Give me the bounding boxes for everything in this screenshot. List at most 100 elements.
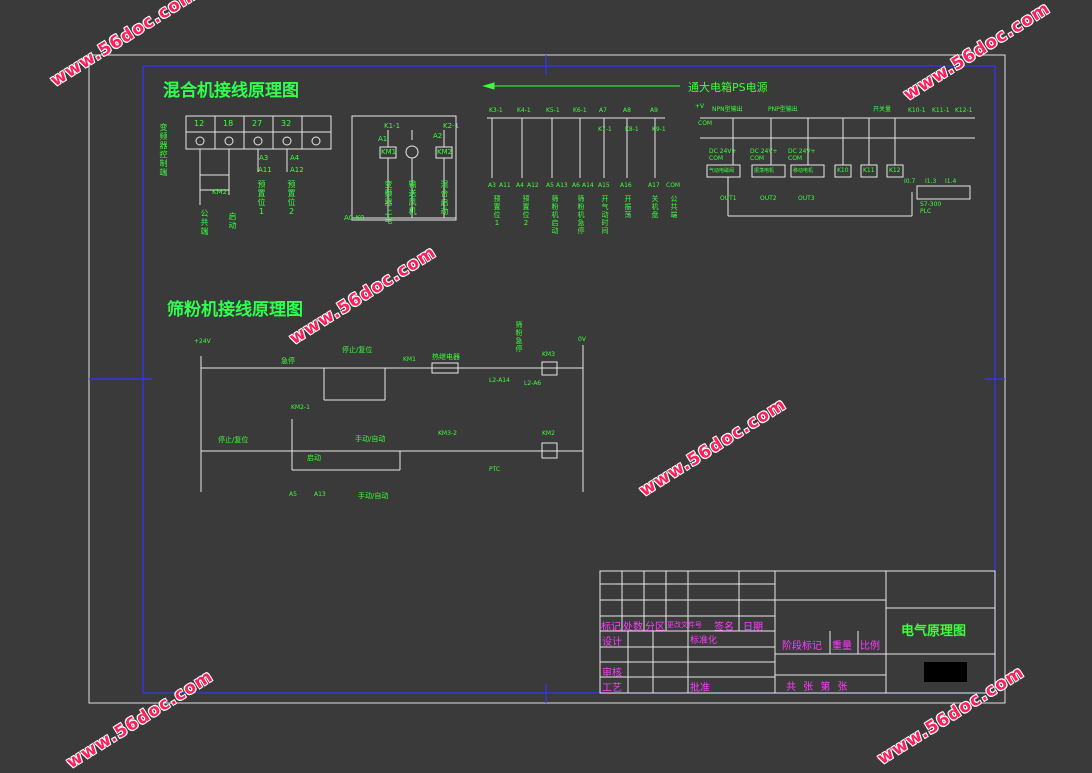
sifter-l2-a6: L2-A6	[524, 380, 542, 387]
sifter-km2: KM2	[542, 430, 555, 437]
kb-10: A17	[648, 182, 660, 189]
power-arrow	[482, 82, 680, 90]
relay-vlabel-2: 混合启动	[440, 180, 449, 216]
sifter-24v: +24V	[194, 338, 211, 345]
relay-vlabel-0: 变频器上电	[384, 180, 393, 225]
relay-km2: KM2	[437, 148, 453, 156]
kv-6: 关机盘	[651, 195, 659, 219]
plc-top-pnp: PNP型输出	[768, 106, 798, 113]
k-top-12: K12-1	[955, 107, 973, 114]
kb-5: A13	[556, 182, 568, 189]
mixer-title: 混合机接线原理图	[163, 81, 299, 101]
k-coil-10: K10	[837, 167, 849, 174]
relay-vlabel-1: 输送风机	[408, 180, 417, 216]
mixer-vlabel-1: 启动	[228, 212, 237, 230]
relay-bottom: A0 K0	[344, 214, 365, 222]
tb-h-5: 日期	[743, 622, 763, 633]
plc-box-2: 移动电机	[793, 168, 814, 174]
sifter-a13: A13	[314, 491, 326, 498]
relay-a2: A2	[433, 132, 443, 140]
relay-km1: KM1	[381, 148, 397, 156]
sifter-0v: 0V	[578, 336, 586, 343]
km2-label: KM2	[212, 188, 228, 196]
inner-border	[142, 65, 996, 694]
kv-3: 筛粉机急停	[577, 195, 585, 235]
title-black-box	[924, 662, 967, 682]
kv-4: 开气动时间	[601, 195, 609, 235]
mixer-vlabel-0: 公共端	[200, 209, 209, 236]
kb-6: A6	[572, 182, 580, 189]
sifter-km3: KM3	[542, 351, 555, 358]
plc-dc-1: DC 24V+ COM	[750, 148, 778, 162]
kb-11: COM	[666, 182, 681, 189]
terminal-sub-a11: A11	[258, 166, 272, 174]
plc-out-0: OUT1	[720, 195, 737, 202]
sifter-a5: A5	[289, 491, 297, 498]
sifter-km3-2: KM3-2	[438, 430, 457, 437]
kb-9: A16	[620, 182, 632, 189]
drawing-title: 电气原理图	[901, 624, 967, 639]
terminal-18: 18	[223, 119, 234, 128]
sifter-stop-reset-2: 停止/复位	[218, 436, 249, 444]
sifter-estop: 急停	[281, 357, 295, 365]
center-marks	[89, 55, 1005, 703]
k-contacts	[487, 117, 665, 178]
tb-weight: 重量	[832, 641, 852, 652]
plc-top-com: COM	[698, 120, 713, 127]
plc-name: S7-300 PLC	[920, 201, 942, 215]
tb-h-4: 签名	[714, 622, 734, 633]
k7: K7-1	[598, 126, 612, 133]
tb-row-standard: 标准化	[690, 636, 718, 646]
plc-top-switch: 开关量	[873, 106, 892, 113]
k-top-11: K11-1	[932, 107, 950, 114]
plc-dc-2: DC 24V+ COM	[788, 148, 816, 162]
a7: A7	[599, 107, 607, 114]
plc-box-0: 气动电磁阀	[709, 168, 735, 174]
plc-box-1: 振荡电机	[754, 168, 775, 174]
outer-border	[88, 54, 1006, 704]
k4: K4-1	[517, 107, 531, 114]
terminal-27: 27	[252, 119, 263, 128]
k-coil-11: K11	[863, 167, 875, 174]
plc-in-1: I1.3	[925, 178, 937, 185]
mixer-wiring	[185, 115, 457, 221]
title-block	[599, 570, 996, 694]
mixer-vlabel-3: 预置位2	[287, 180, 296, 217]
plc-dc-0: DC 24V+ COM	[709, 148, 737, 162]
relay-k2: K2-1	[443, 122, 460, 130]
plc-in-2: I1.4	[945, 178, 957, 185]
kb-4: A5	[546, 182, 554, 189]
kb-2: A4	[516, 182, 524, 189]
tb-sheets: 共 张 第 张	[786, 682, 848, 693]
k5: K5-1	[546, 107, 560, 114]
k-coil-12: K12	[889, 167, 901, 174]
k8: K8-1	[625, 126, 639, 133]
plc-top-npn: NPN型输出	[712, 106, 743, 113]
sifter-manual-auto: 手动/自动	[355, 435, 386, 443]
kb-8: A15	[598, 182, 610, 189]
k3: K3-1	[489, 107, 503, 114]
sifter-km2-1: KM2-1	[291, 404, 310, 411]
tb-row-review: 审核	[602, 668, 622, 679]
sifter-wiring	[200, 345, 584, 492]
tb-row-craft: 工艺	[602, 683, 622, 694]
k9: K9-1	[652, 126, 666, 133]
terminal-sub-a3: A3	[259, 154, 269, 162]
tb-scale: 比例	[860, 641, 880, 652]
sifter-stop-reset: 停止/复位	[342, 346, 373, 354]
kv-1: 预置位2	[522, 195, 530, 228]
mixer-side-label: 变频器控制端	[159, 123, 168, 177]
sifter-manual-auto-2: 手动/自动	[358, 492, 389, 500]
sifter-thermal: 热继电器	[432, 353, 460, 361]
relay-a1: A1	[378, 135, 388, 143]
k-top-10: K10-1	[908, 107, 926, 114]
kb-1: A11	[499, 182, 511, 189]
kb-3: A12	[527, 182, 539, 189]
plc-wiring	[700, 117, 975, 217]
plc-in-0: I0.7	[904, 178, 916, 185]
tb-stage: 阶段标记	[782, 641, 822, 652]
terminal-sub-a12: A12	[290, 166, 304, 174]
tb-h-3: 更改文件号	[667, 621, 702, 629]
terminal-32: 32	[281, 119, 292, 128]
